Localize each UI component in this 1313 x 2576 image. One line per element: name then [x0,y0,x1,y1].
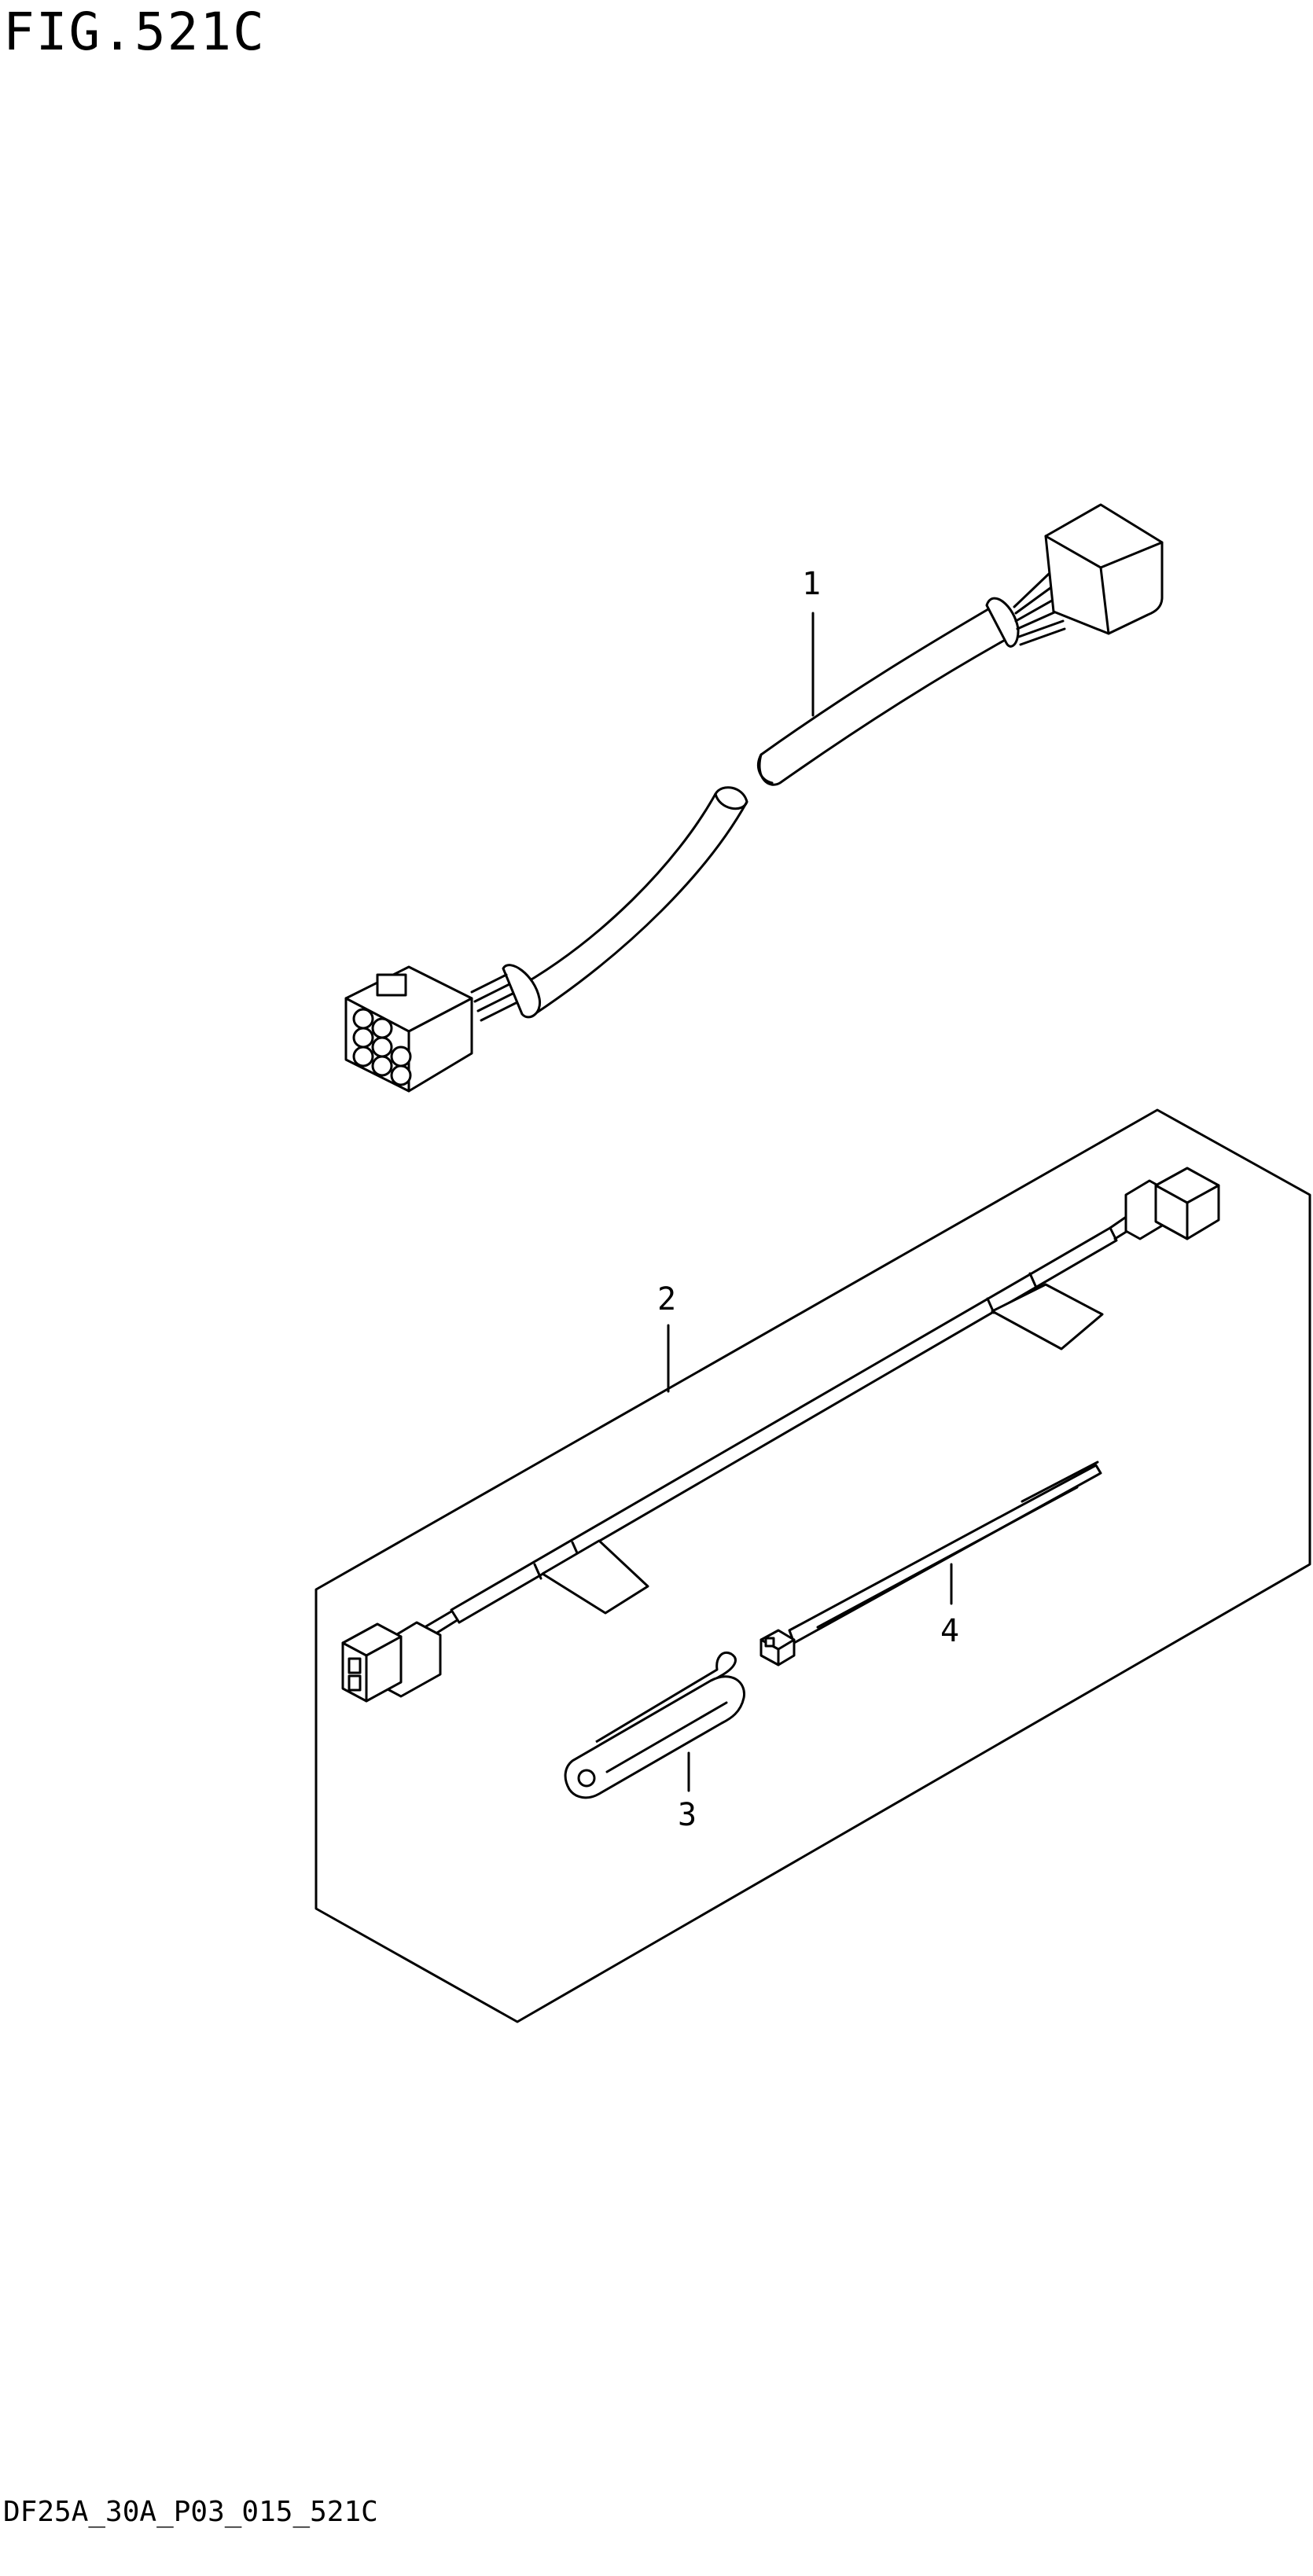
harness-2-right-connector [1109,1167,1220,1240]
callout-2: 2 [657,1281,676,1317]
callout-1: 1 [802,566,821,602]
figure-code: DF25A_30A_P03_015_521C [3,2496,378,2528]
callout-3: 3 [678,1797,697,1833]
callout-4: 4 [940,1613,959,1649]
kit-box [314,1108,1311,2023]
cable-tie-4[interactable]: 4 [759,1461,1102,1666]
harness-kit-2[interactable]: 2 [341,1167,1220,1703]
upper-connector [1044,503,1164,635]
figure-title: FIG.521C [3,2,266,62]
clamp-3[interactable]: 3 [564,1652,745,1833]
harness-1[interactable]: 1 [344,503,1164,1093]
harness-2-left-connector [341,1610,458,1703]
lower-connector [344,965,473,1093]
